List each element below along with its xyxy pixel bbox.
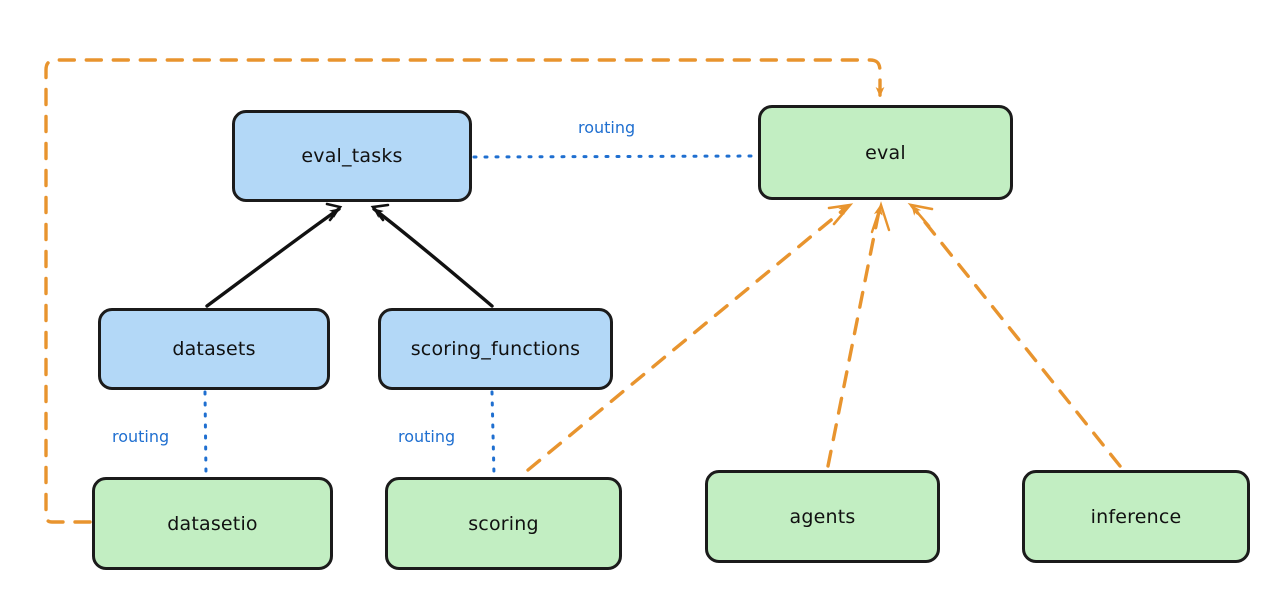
node-inference-label: inference [1090, 505, 1182, 528]
node-datasets[interactable]: datasets [98, 308, 330, 390]
edge-label-eval-tasks-routing: routing [578, 118, 636, 137]
edge-datasets-to-datasetio [203, 390, 208, 477]
edge-datasets-arrow-flourish [325, 202, 343, 222]
edge-datasets-to-eval-tasks [205, 207, 341, 308]
node-scoring-functions[interactable]: scoring_functions [378, 308, 613, 390]
edge-scoring-functions-to-eval-tasks [372, 207, 494, 308]
edge-scoring-arrow-flourish [827, 203, 854, 226]
node-inference[interactable]: inference [1022, 470, 1250, 563]
node-datasetio-label: datasetio [167, 512, 258, 535]
node-datasetio[interactable]: datasetio [92, 477, 333, 570]
node-eval-label: eval [865, 141, 906, 164]
edge-scoring-functions-to-scoring [490, 390, 496, 477]
node-agents-label: agents [789, 505, 856, 528]
node-eval[interactable]: eval [758, 105, 1013, 200]
node-agents[interactable]: agents [705, 470, 940, 563]
node-eval-tasks-label: eval_tasks [301, 145, 403, 167]
edge-inference-to-eval [910, 204, 1122, 468]
node-datasets-label: datasets [172, 338, 256, 360]
edge-agents-to-eval [826, 204, 883, 468]
edge-agents-arrow-flourish [870, 201, 891, 234]
edge-label-scoring-functions-routing: routing [398, 427, 456, 446]
edge-inference-arrow-flourish [907, 203, 934, 228]
edge-eval-tasks-to-eval [472, 154, 758, 159]
node-eval-tasks[interactable]: eval_tasks [232, 110, 472, 202]
edge-label-datasets-routing: routing [112, 427, 170, 446]
node-scoring[interactable]: scoring [385, 477, 622, 570]
edge-scoring-functions-arrow-flourish [370, 203, 390, 222]
node-scoring-functions-label: scoring_functions [410, 338, 581, 360]
node-scoring-label: scoring [468, 512, 539, 535]
